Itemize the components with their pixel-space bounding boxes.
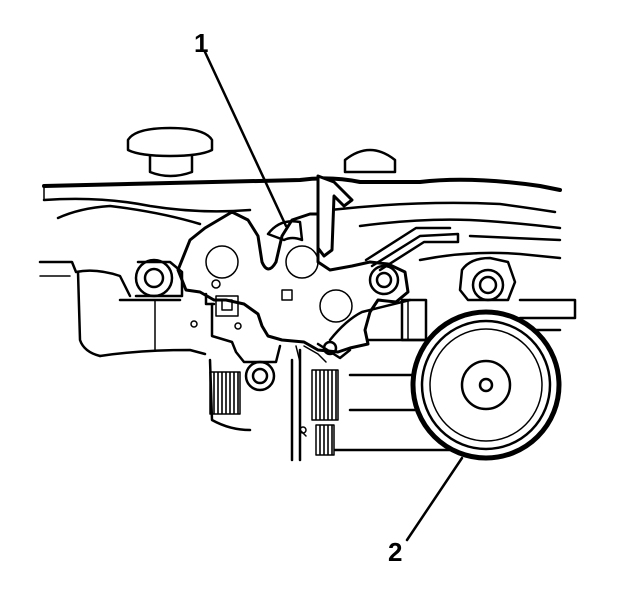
callout-label-2: 2 [388, 537, 402, 567]
hood-latch [134, 174, 460, 392]
leader-line-2 [405, 456, 464, 542]
frame-bolt [458, 256, 517, 302]
callout-label-1: 1 [194, 28, 208, 58]
callout-labels: 1 2 [194, 28, 402, 567]
horn-icon [410, 309, 562, 461]
hatching [209, 369, 339, 456]
leader-lines [203, 50, 464, 542]
leader-line-1 [203, 50, 288, 228]
